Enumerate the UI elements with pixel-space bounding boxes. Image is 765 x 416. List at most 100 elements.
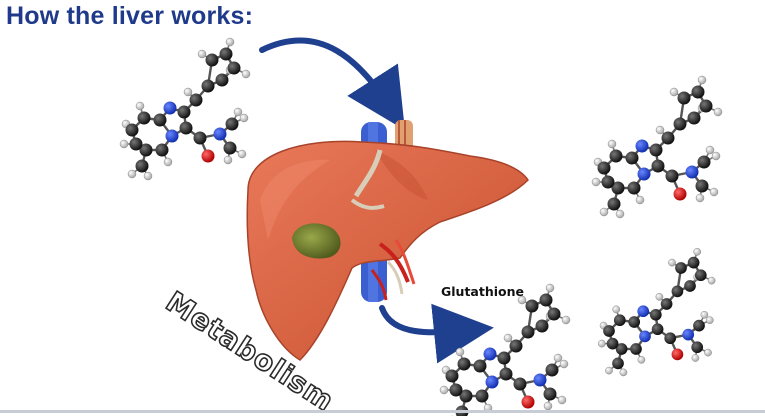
hydrogen-atom (619, 368, 628, 377)
carbon-atom (601, 175, 615, 189)
carbon-atom (649, 143, 663, 157)
hydrogen-atom (691, 354, 700, 362)
carbon-atom (613, 314, 626, 327)
nitrogen-atom (165, 129, 179, 143)
hydrogen-atom (503, 333, 513, 343)
hydrogen-atom (517, 295, 527, 305)
carbon-atom (509, 339, 523, 353)
hydrogen-atom (557, 395, 567, 405)
hydrogen-atom (705, 145, 715, 155)
hydrogen-atom (233, 107, 243, 117)
oxygen-atom (673, 187, 687, 201)
hydrogen-atom (163, 157, 173, 167)
hydrogen-atom (713, 107, 723, 117)
hydrogen-atom (223, 155, 233, 165)
hydrogen-atom (605, 366, 613, 375)
carbon-atom (697, 155, 711, 169)
hydrogen-atom (439, 385, 449, 395)
carbon-atom (630, 343, 642, 355)
carbon-atom (525, 299, 539, 313)
carbon-atom (497, 351, 511, 365)
carbon-atom (628, 316, 641, 328)
nitrogen-atom (485, 375, 499, 389)
carbon-atom (615, 343, 628, 355)
glutathione-label: Glutathione (441, 284, 524, 299)
carbon-atom (153, 113, 167, 127)
carbon-atom (693, 319, 705, 332)
carbon-atom (687, 256, 700, 269)
hydrogen-atom (597, 339, 606, 348)
nitrogen-atom (637, 305, 650, 318)
nitrogen-atom (213, 127, 227, 141)
hydrogen-atom (239, 113, 249, 123)
hydrogen-atom (655, 125, 665, 135)
arrow-out-of-liver (379, 303, 494, 364)
carbon-atom (179, 121, 193, 135)
carbon-atom (521, 325, 535, 339)
nitrogen-atom (533, 373, 547, 387)
liver-icon (246, 120, 529, 361)
carbon-atom (699, 99, 713, 113)
hydrogen-atom (237, 149, 247, 159)
carbon-atom (611, 181, 625, 195)
molecule-icon (597, 247, 716, 377)
carbon-atom (457, 357, 471, 371)
carbon-atom (205, 53, 219, 67)
hydrogen-atom (119, 139, 129, 149)
hydrogen-atom (455, 347, 465, 357)
carbon-atom (499, 367, 513, 381)
nitrogen-atom (637, 167, 651, 181)
hydrogen-atom (135, 101, 145, 111)
hydrogen-atom (225, 37, 235, 47)
carbon-atom (475, 389, 489, 403)
nitrogen-atom (639, 330, 651, 343)
carbon-atom (665, 169, 679, 183)
carbon-atom (535, 319, 549, 333)
hydrogen-atom (693, 247, 702, 256)
hydrogen-atom (700, 310, 709, 319)
hydrogen-atom (695, 193, 705, 203)
carbon-atom (135, 159, 149, 173)
hydrogen-atom (612, 305, 621, 314)
carbon-atom (539, 293, 553, 307)
hydrogen-atom (559, 359, 569, 369)
hydrogen-atom (711, 151, 721, 161)
carbon-atom (651, 159, 665, 173)
carbon-atom (129, 137, 143, 151)
carbon-atom (625, 151, 639, 165)
carbon-atom (687, 111, 701, 125)
carbon-atom (177, 105, 191, 119)
carbon-atom (612, 357, 624, 370)
carbon-atom (660, 298, 673, 310)
hydrogen-atom (635, 195, 645, 205)
carbon-atom (139, 143, 153, 157)
carbon-atom (543, 387, 557, 401)
hydrogen-atom (545, 283, 555, 293)
hydrogen-atom (183, 87, 193, 97)
nitrogen-atom (483, 347, 497, 361)
carbon-atom (227, 61, 241, 75)
molecule-icon (119, 37, 251, 181)
hydrogen-atom (709, 187, 719, 197)
hydrogen-atom (707, 276, 716, 285)
hydrogen-atom (669, 87, 679, 97)
carbon-atom (671, 285, 684, 298)
hydrogen-atom (697, 75, 707, 85)
carbon-atom (664, 332, 677, 345)
slide-title: How the liver works: (6, 2, 254, 30)
carbon-atom (155, 143, 169, 157)
hydrogen-atom (553, 353, 563, 363)
oxygen-atom (671, 348, 684, 361)
hydrogen-atom (127, 169, 137, 179)
carbon-atom (673, 117, 687, 131)
carbon-atom (473, 359, 487, 373)
carbon-atom (219, 47, 233, 61)
carbon-atom (193, 131, 207, 145)
carbon-atom (691, 341, 704, 354)
carbon-atom (607, 197, 621, 211)
nitrogen-atom (682, 328, 695, 341)
hydrogen-atom (607, 139, 617, 149)
carbon-atom (603, 325, 615, 337)
